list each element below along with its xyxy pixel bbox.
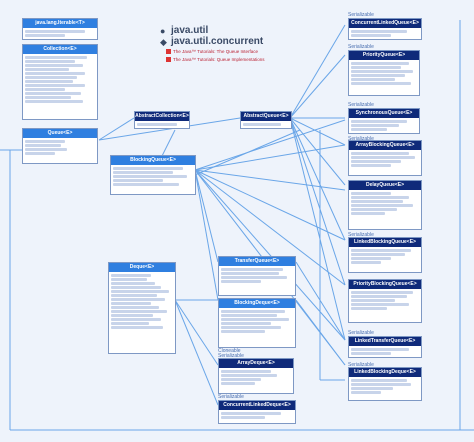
class-title: LinkedTransferQueue<E> bbox=[349, 337, 421, 346]
class-title: LinkedBlockingQueue<E> bbox=[349, 238, 421, 247]
tag-serializable: Serializable bbox=[348, 362, 374, 368]
class-title: ConcurrentLinkedQueue<E> bbox=[349, 19, 421, 28]
class-title: AbstractQueue<E> bbox=[241, 112, 291, 121]
class-title: ArrayBlockingQueue<E> bbox=[349, 141, 421, 150]
class-box-linkedblockingqueue[interactable]: LinkedBlockingQueue<E> bbox=[348, 237, 422, 273]
class-title: BlockingQueue<E> bbox=[111, 156, 195, 165]
class-box-abstractcollection[interactable]: AbstractCollection<E> bbox=[134, 111, 190, 129]
class-title: AbstractCollection<E> bbox=[135, 112, 189, 121]
document-icon bbox=[166, 49, 171, 55]
class-box-collection[interactable]: Collection<E> bbox=[22, 44, 98, 120]
class-box-delayqueue[interactable]: DelayQueue<E> bbox=[348, 180, 422, 230]
document-icon bbox=[166, 57, 171, 63]
class-box-queue[interactable]: Queue<E> bbox=[22, 128, 98, 164]
class-box-transferqueue[interactable]: TransferQueue<E> bbox=[218, 256, 296, 296]
class-box-priorityblockingqueue[interactable]: PriorityBlockingQueue<E> bbox=[348, 279, 422, 323]
tag-serializable: Serializable bbox=[348, 102, 374, 108]
class-box-arraydeque[interactable]: ArrayDeque<E> bbox=[218, 358, 294, 394]
legend-label: The Java™ Tutorials: The Queue Interface bbox=[173, 49, 258, 54]
tag-serializable: Serializable bbox=[348, 232, 374, 238]
class-box-deque[interactable]: Deque<E> bbox=[108, 262, 176, 354]
class-title: SynchronousQueue<E> bbox=[349, 109, 419, 118]
class-title: PriorityBlockingQueue<E> bbox=[349, 280, 421, 289]
class-box-synchronousqueue[interactable]: SynchronousQueue<E> bbox=[348, 108, 420, 134]
package-title-concurrent: java.util.concurrent bbox=[171, 36, 264, 47]
class-title: PriorityQueue<E> bbox=[349, 51, 419, 60]
class-box-blockingdeque[interactable]: BlockingDeque<E> bbox=[218, 298, 296, 348]
class-title: BlockingDeque<E> bbox=[219, 299, 295, 308]
class-title: TransferQueue<E> bbox=[219, 257, 295, 266]
package-icon: ◆ bbox=[160, 37, 167, 47]
legend-item-0[interactable]: The Java™ Tutorials: The Queue Interface bbox=[166, 49, 258, 55]
tag-serializable: Serializable bbox=[218, 353, 244, 359]
package-title-util: java.util bbox=[171, 25, 209, 36]
tag-serializable: Serializable bbox=[348, 330, 374, 336]
class-box-priorityqueue[interactable]: PriorityQueue<E> bbox=[348, 50, 420, 96]
class-title: java.lang.Iterable<T> bbox=[23, 19, 97, 28]
class-box-concurrentlinkeddeque[interactable]: ConcurrentLinkedDeque<E> bbox=[218, 400, 296, 424]
legend-label: The Java™ Tutorials: Queue Implementatio… bbox=[173, 57, 265, 62]
legend-item-1[interactable]: The Java™ Tutorials: Queue Implementatio… bbox=[166, 57, 265, 63]
class-box-linkedblockingdeque[interactable]: LinkedBlockingDeque<E> bbox=[348, 367, 422, 401]
tag-serializable: Serializable bbox=[218, 394, 244, 400]
class-title: LinkedBlockingDeque<E> bbox=[349, 368, 421, 377]
class-box-concurrentlinkedqueue[interactable]: ConcurrentLinkedQueue<E> bbox=[348, 18, 422, 40]
class-title: Collection<E> bbox=[23, 45, 97, 54]
class-title: ConcurrentLinkedDeque<E> bbox=[219, 401, 295, 410]
class-box-blockingqueue[interactable]: BlockingQueue<E> bbox=[110, 155, 196, 195]
class-box-abstractqueue[interactable]: AbstractQueue<E> bbox=[240, 111, 292, 129]
class-title: ArrayDeque<E> bbox=[219, 359, 293, 368]
class-title: DelayQueue<E> bbox=[349, 181, 421, 190]
class-title: Queue<E> bbox=[23, 129, 97, 138]
tag-serializable: Serializable bbox=[348, 12, 374, 18]
class-box-iterable[interactable]: java.lang.Iterable<T> bbox=[22, 18, 98, 40]
tag-serializable: Serializable bbox=[348, 136, 374, 142]
class-title: Deque<E> bbox=[109, 263, 175, 272]
tag-serializable: Serializable bbox=[348, 44, 374, 50]
class-box-linkedtransferqueue[interactable]: LinkedTransferQueue<E> bbox=[348, 336, 422, 358]
class-box-arrayblockingqueue[interactable]: ArrayBlockingQueue<E> bbox=[348, 140, 422, 176]
package-icon: ● bbox=[160, 26, 166, 36]
tag-cloneable: Cloneable bbox=[218, 348, 241, 354]
